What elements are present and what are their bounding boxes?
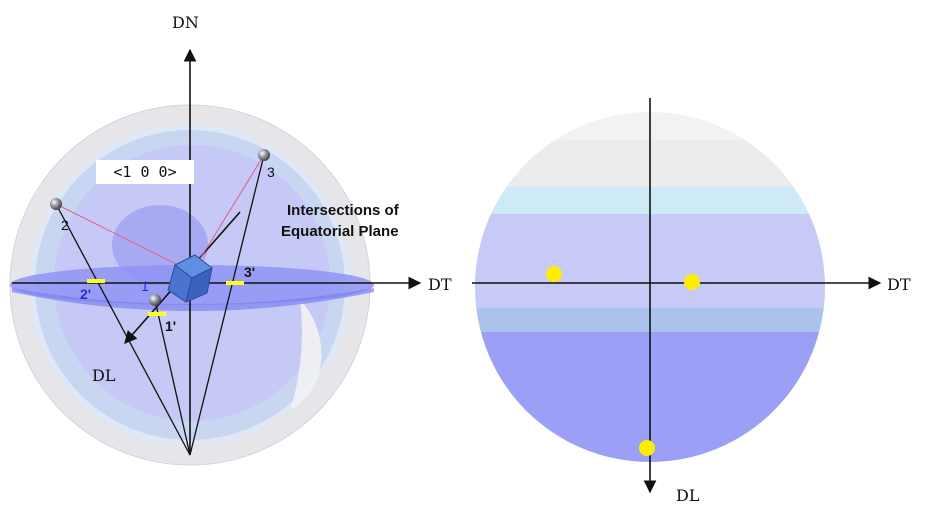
direction-family-box — [96, 160, 194, 184]
equatorial-plane-front — [12, 288, 374, 311]
pole-label-1: 1 — [141, 278, 149, 294]
pole-label-2: 2 — [61, 217, 69, 233]
pole-point-2 — [546, 266, 562, 282]
projection-label-2p: 2' — [80, 286, 91, 302]
pole-sphere-icon — [149, 294, 161, 306]
projection-point-2p — [87, 279, 105, 283]
stereographic-disk-diagram: DT DL — [472, 98, 911, 505]
direction-line-2 — [55, 203, 193, 273]
direction-line-3 — [191, 154, 265, 273]
pole-sphere-icon — [50, 198, 62, 210]
dn-axis-label: DN — [172, 13, 199, 32]
direction-family-label: <1 0 0> — [113, 163, 176, 181]
sphere-highlight — [290, 300, 322, 410]
pole-point-1 — [639, 440, 655, 456]
projection-point-1p — [148, 312, 166, 316]
cube-crystal-icon — [167, 254, 213, 303]
reference-sphere-diagram: <1 0 0> DN DT DL Intersections of Equato… — [9, 13, 452, 466]
pole-sphere-icon — [258, 149, 270, 161]
projection-label-1p: 1' — [165, 318, 176, 334]
projection-label-3p: 3' — [244, 264, 255, 280]
intersections-title-line1: Intersections of — [287, 202, 400, 219]
dt-axis-label-left: DT — [428, 275, 452, 294]
pole-label-3: 3 — [267, 164, 275, 180]
dt-axis-label-right: DT — [887, 275, 911, 294]
projection-point-3p — [226, 281, 244, 285]
projection-line-2 — [55, 203, 191, 456]
pole-point-3 — [684, 274, 700, 290]
intersections-title-line2: Equatorial Plane — [281, 223, 399, 240]
dl-axis-label-right: DL — [676, 486, 700, 505]
projection-line-3 — [189, 154, 265, 456]
dl-axis-label-left: DL — [92, 366, 116, 385]
projection-line-1 — [154, 299, 191, 456]
